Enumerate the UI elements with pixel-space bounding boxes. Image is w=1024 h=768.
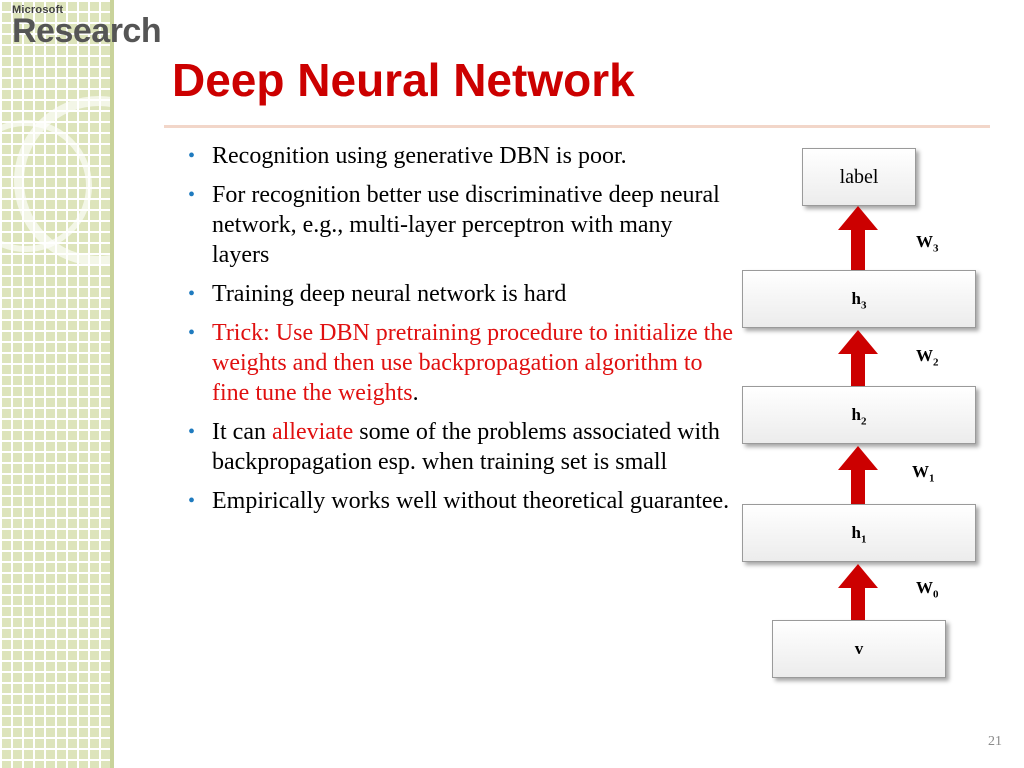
bullet-text: For recognition better use discriminativ… xyxy=(212,182,720,268)
visible-layer-text: v xyxy=(854,639,864,658)
hidden-layer-h1: h1 xyxy=(742,504,976,562)
up-arrow-icon xyxy=(838,564,878,620)
hidden-layer-h2: h2 xyxy=(742,386,976,444)
weight-w1: W1 xyxy=(912,462,935,485)
weight-w3: W3 xyxy=(916,232,939,255)
dbn-diagram: label W3 h3 W2 h2 W1 h1 W0 v xyxy=(730,140,1000,700)
bullet-text: . xyxy=(412,380,419,406)
bullet-item: • Empirically works well without theoret… xyxy=(188,486,733,516)
up-arrow-icon xyxy=(838,330,878,386)
bullet-text: some of the problems associated with bac… xyxy=(212,419,720,475)
microsoft-research-logo: Microsoft Research xyxy=(12,4,162,50)
bullet-item: • For recognition better use discriminat… xyxy=(188,180,733,270)
weight-w2: W2 xyxy=(916,346,939,369)
bullet-dot-icon: • xyxy=(188,490,196,512)
bullet-item: • It can alleviate some of the problems … xyxy=(188,417,733,477)
logo-research-text: Research xyxy=(12,12,162,50)
title-divider xyxy=(164,125,990,128)
bullet-dot-icon: • xyxy=(188,421,196,443)
bullet-item: • Training deep neural network is hard xyxy=(188,279,733,309)
hidden-layer-h3: h3 xyxy=(742,270,976,328)
bullet-dot-icon: • xyxy=(188,322,196,344)
logo-microsoft-text: Microsoft xyxy=(12,4,64,16)
bullet-text: It can xyxy=(212,419,272,445)
bullet-text: Training deep neural network is hard xyxy=(212,281,567,307)
bullet-item: • Recognition using generative DBN is po… xyxy=(188,141,733,171)
bullet-text: Empirically works well without theoretic… xyxy=(212,488,730,514)
slide-title: Deep Neural Network xyxy=(172,54,635,106)
bullet-text-highlight: Trick: Use DBN pretraining procedure to … xyxy=(212,320,733,406)
visible-layer-v: v xyxy=(772,620,946,678)
bullet-dot-icon: • xyxy=(188,184,196,206)
bullet-text-highlight: alleviate xyxy=(271,419,354,445)
bullet-text: Recognition using generative DBN is poor… xyxy=(212,143,627,169)
label-node: label xyxy=(802,148,916,206)
page-number: 21 xyxy=(988,734,1002,749)
sidebar-edge xyxy=(110,0,114,768)
bullet-list: • Recognition using generative DBN is po… xyxy=(188,141,733,525)
up-arrow-icon xyxy=(838,206,878,270)
bullet-dot-icon: • xyxy=(188,283,196,305)
decorative-sidebar xyxy=(0,0,184,768)
label-node-text: label xyxy=(839,166,879,188)
up-arrow-icon xyxy=(838,446,878,504)
weight-w0: W0 xyxy=(916,578,939,601)
bullet-item: • Trick: Use DBN pretraining procedure t… xyxy=(188,318,733,408)
bullet-dot-icon: • xyxy=(188,145,196,167)
